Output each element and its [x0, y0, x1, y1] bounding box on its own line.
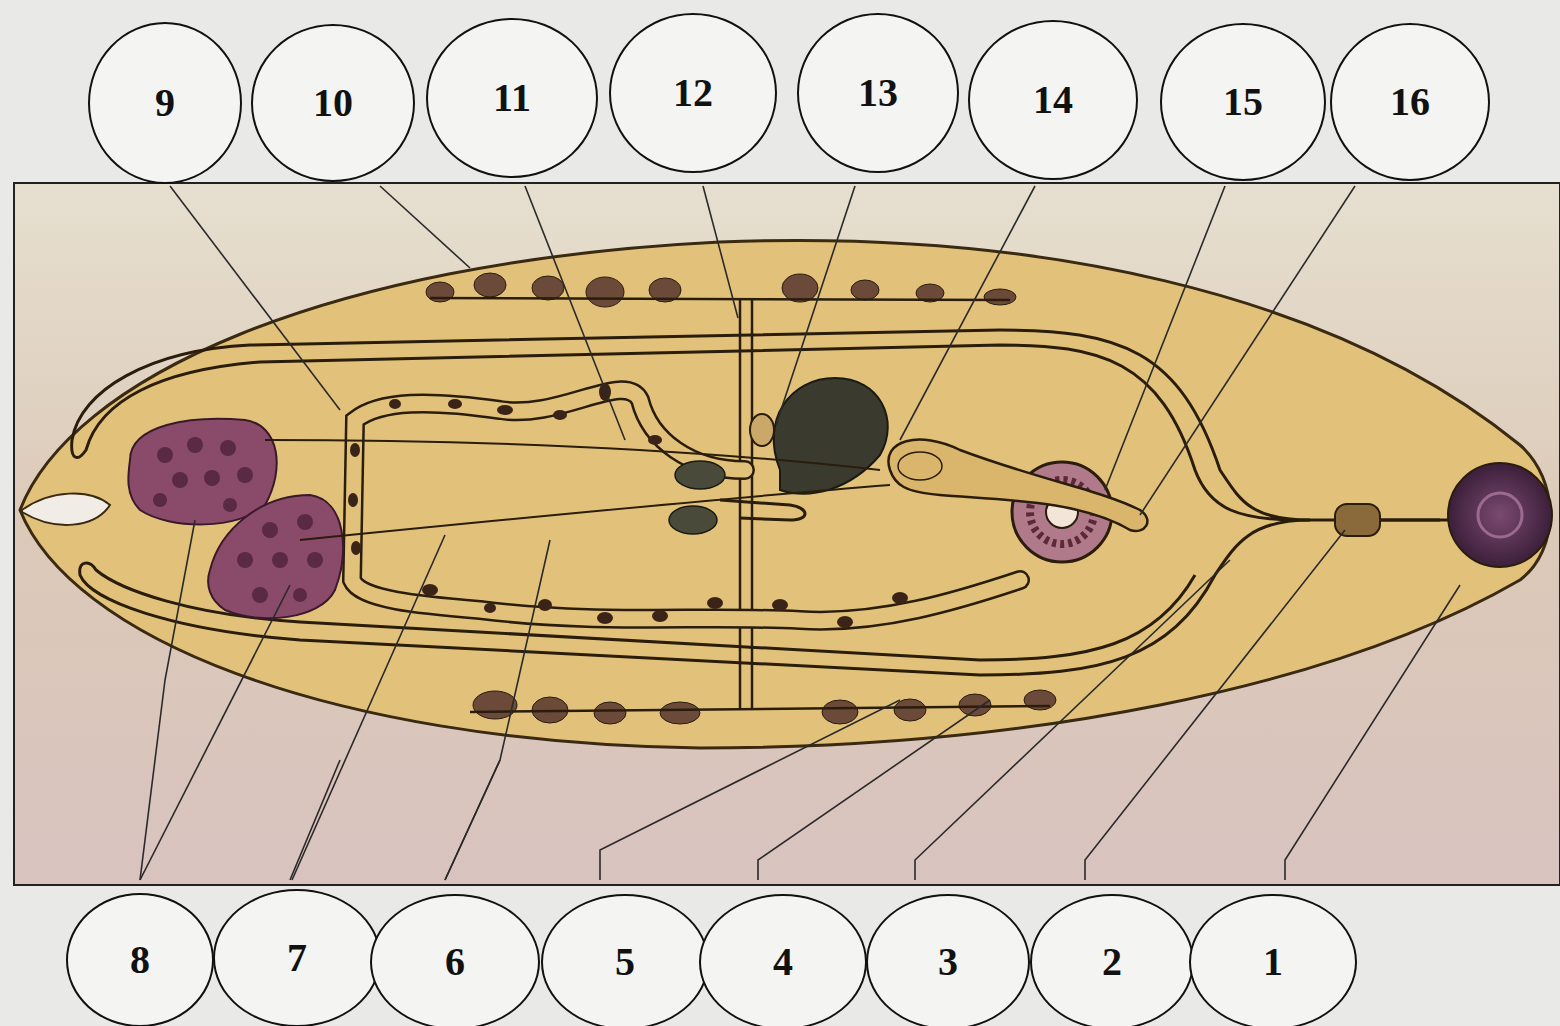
callout-circle: 10 [251, 24, 415, 182]
callout-circle: 11 [426, 18, 598, 178]
callout-number: 10 [313, 83, 353, 123]
callout-circle: 5 [541, 894, 709, 1026]
callout-circle: 16 [1330, 23, 1490, 181]
image-frame [14, 183, 1560, 885]
callout-number: 9 [155, 83, 175, 123]
callout-circle: 9 [88, 22, 242, 184]
leader-lines [140, 186, 1460, 880]
callout-number: 7 [287, 938, 307, 978]
callout-circle: 3 [866, 894, 1030, 1026]
vas-deferens [265, 440, 890, 540]
callout-number: 16 [1390, 82, 1430, 122]
callout-circle: 2 [1030, 894, 1194, 1026]
uterus [352, 390, 1020, 620]
callout-number: 11 [493, 78, 531, 118]
callout-number: 5 [615, 942, 635, 982]
intestine [72, 330, 1440, 675]
callout-number: 15 [1223, 82, 1263, 122]
callout-number: 6 [445, 942, 465, 982]
callout-circle: 14 [968, 20, 1138, 180]
testes [128, 419, 343, 618]
callout-number: 4 [773, 942, 793, 982]
callout-circle: 12 [609, 13, 777, 173]
callout-circle: 4 [699, 894, 867, 1026]
callout-circle: 1 [1189, 894, 1357, 1026]
callout-number: 3 [938, 942, 958, 982]
callout-number: 13 [858, 73, 898, 113]
callout-number: 8 [130, 940, 150, 980]
excretory-bladder [22, 494, 110, 525]
ovary [774, 378, 888, 494]
callout-circle: 6 [370, 894, 540, 1026]
callout-number: 14 [1033, 80, 1073, 120]
cirrus-sac [888, 440, 1147, 531]
callout-circle: 8 [66, 893, 214, 1026]
callout-number: 1 [1263, 942, 1283, 982]
oral-sucker [1448, 463, 1552, 567]
callout-circle: 7 [213, 889, 381, 1026]
ootype [675, 461, 725, 489]
callout-circle: 13 [797, 13, 959, 173]
callout-circle: 15 [1160, 23, 1326, 181]
fluke-body [20, 241, 1550, 748]
callout-number: 2 [1102, 942, 1122, 982]
pharynx [1335, 504, 1380, 536]
vitelline-ducts [430, 298, 1050, 712]
callout-number: 12 [673, 73, 713, 113]
